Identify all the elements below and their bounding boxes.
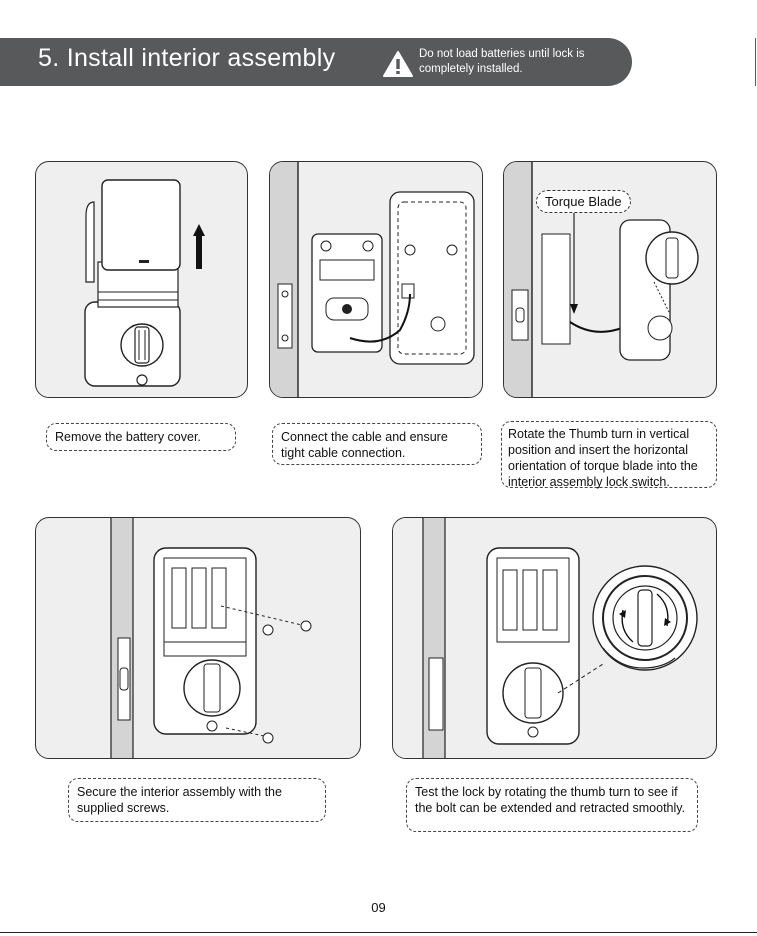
step5-caption: Test the lock by rotating the thumb turn…	[406, 778, 698, 832]
step2-caption: Connect the cable and ensure tight cable…	[272, 423, 482, 465]
footer-divider	[0, 932, 757, 933]
step4-illustration	[35, 517, 361, 759]
section-title: 5. Install interior assembly	[38, 44, 336, 72]
step4-caption: Secure the interior assembly with the su…	[68, 778, 326, 822]
page-number: 09	[371, 900, 386, 915]
step5-illustration	[392, 517, 717, 759]
step1-caption: Remove the battery cover.	[46, 423, 236, 451]
step3-caption: Rotate the Thumb turn in vertical positi…	[501, 421, 717, 489]
step3-illustration: Torque Blade	[503, 161, 717, 398]
edge-mark	[755, 38, 756, 86]
warning-triangle-icon	[383, 51, 413, 77]
step2-illustration	[269, 161, 483, 398]
section-header-bar	[0, 38, 632, 86]
step1-illustration	[35, 161, 248, 398]
torque-blade-callout: Torque Blade	[536, 190, 631, 213]
warning-text: Do not load batteries until lock is comp…	[419, 48, 585, 75]
